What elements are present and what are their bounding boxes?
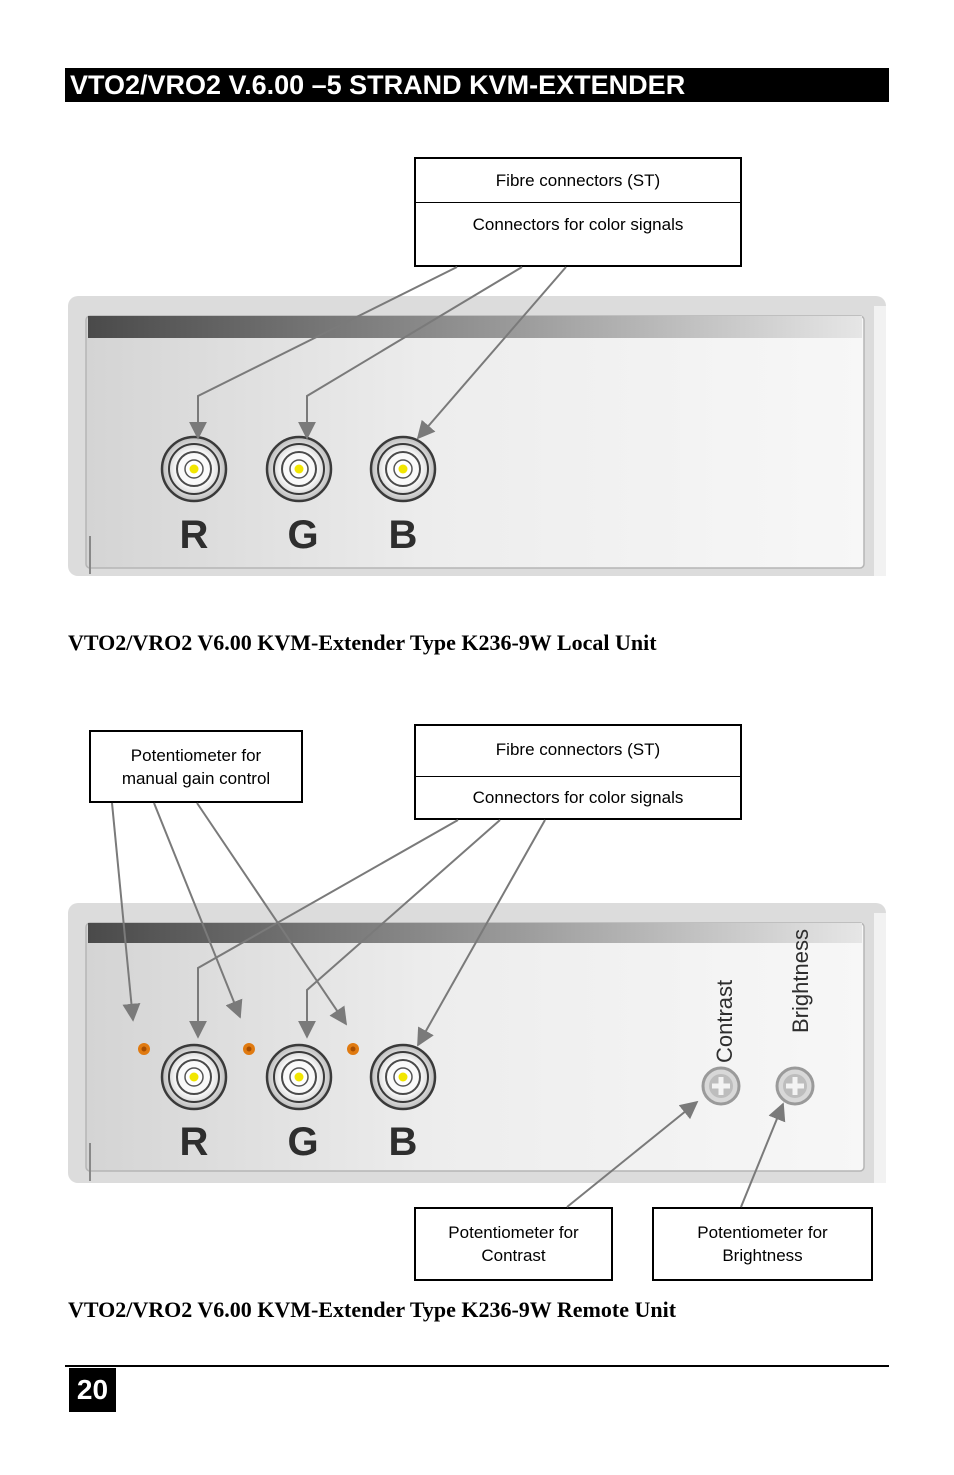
contrast-callout: Potentiometer for Contrast [414, 1207, 613, 1281]
local-unit-panel: R G B [68, 296, 886, 576]
gain-pot-g-icon [243, 1043, 255, 1055]
contrast-callout-line1: Potentiometer for [448, 1223, 579, 1242]
contrast-callout-line2: Contrast [481, 1246, 546, 1265]
remote-fibre-callout-subtitle: Connectors for color signals [472, 788, 684, 807]
gain-callout-line1: Potentiometer for [130, 746, 262, 765]
local-label-b: B [389, 513, 418, 557]
local-fibre-callout-title: Fibre connectors (ST) [495, 171, 661, 190]
local-fibre-callout: Fibre connectors (ST) Connectors for col… [414, 157, 742, 267]
brightness-knob-icon [775, 1066, 815, 1106]
remote-bnc-b-icon [369, 1043, 437, 1111]
brightness-callout-line1: Potentiometer for [697, 1223, 828, 1242]
local-panel-top-shade [88, 316, 862, 338]
local-label-g: G [287, 513, 318, 557]
remote-callout-divider [416, 776, 740, 777]
local-fibre-callout-subtitle: Connectors for color signals [472, 215, 684, 234]
brightness-callout: Potentiometer for Brightness [652, 1207, 873, 1281]
gain-callout: Potentiometer for manual gain control [89, 730, 303, 803]
remote-fibre-callout: Fibre connectors (ST) Connectors for col… [414, 724, 742, 820]
gain-pot-r-icon [138, 1043, 150, 1055]
brightness-callout-line2: Brightness [722, 1246, 803, 1265]
remote-bnc-g-icon [265, 1043, 333, 1111]
contrast-knob-label: Contrast [712, 980, 737, 1063]
page-number: 20 [69, 1368, 116, 1412]
local-bnc-g-icon [265, 435, 333, 503]
remote-panel-right-edge [874, 913, 886, 1183]
brightness-knob-label: Brightness [788, 929, 813, 1033]
remote-unit-panel: R G B Contrast Brightness [68, 903, 886, 1183]
local-callout-divider [416, 202, 740, 203]
local-bnc-b-icon [369, 435, 437, 503]
remote-label-b: B [389, 1120, 418, 1164]
footer-rule [65, 1365, 889, 1367]
remote-bnc-r-icon [160, 1043, 228, 1111]
gain-pot-b-icon [347, 1043, 359, 1055]
local-bnc-r-icon [160, 435, 228, 503]
remote-unit-caption: VTO2/VRO2 V6.00 KVM-Extender Type K236-9… [68, 1297, 677, 1322]
local-label-r: R [180, 513, 209, 557]
local-panel-right-edge [874, 306, 886, 576]
local-unit-caption: VTO2/VRO2 V6.00 KVM-Extender Type K236-9… [68, 630, 657, 655]
gain-callout-line2: manual gain control [121, 769, 271, 788]
remote-panel-top-shade [88, 923, 862, 943]
contrast-knob-icon [701, 1066, 741, 1106]
remote-fibre-callout-title: Fibre connectors (ST) [495, 740, 661, 759]
remote-label-r: R [180, 1120, 209, 1164]
remote-label-g: G [287, 1120, 318, 1164]
page-header-title: VTO2/VRO2 V.6.00 –5 STRAND KVM-EXTENDER [65, 68, 889, 102]
